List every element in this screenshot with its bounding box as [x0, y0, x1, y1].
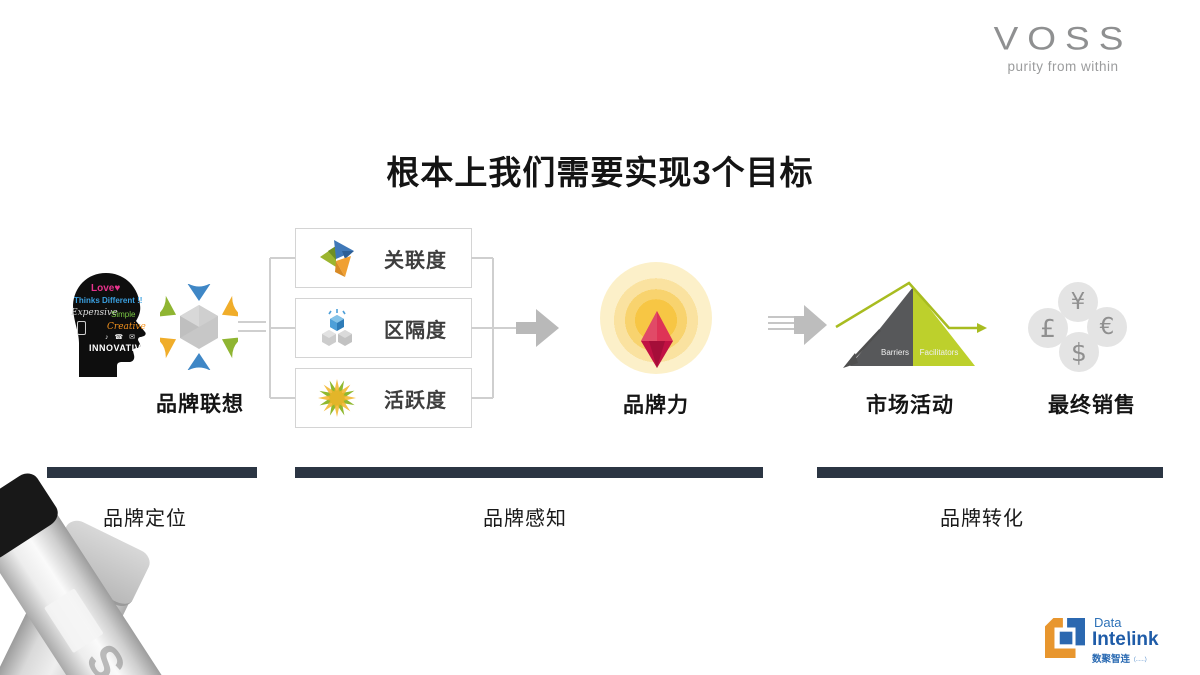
- stage-bar-conversion: [817, 467, 1163, 478]
- dollar-icon: $: [1059, 332, 1099, 372]
- metric-label: 活跃度: [384, 389, 447, 412]
- head-word: Creative: [107, 322, 146, 332]
- stage-label-perception: 品牌感知: [483, 508, 567, 530]
- head-silhouette-icon: [73, 273, 146, 377]
- head-word: Love♥: [91, 283, 121, 294]
- bracket-left: [269, 257, 296, 399]
- flow-arrow-speed-icon: [768, 305, 827, 345]
- logo-text-intelink: Inte\ink: [1092, 629, 1159, 650]
- bottle-label-sticker: [44, 588, 104, 654]
- pound-icon: £: [1028, 308, 1068, 348]
- label-brand-power: 品牌力: [623, 394, 689, 417]
- brand-power-diamond-icon: [641, 311, 673, 368]
- logo-text-data: Data: [1094, 615, 1122, 630]
- head-word-icons: ♪ ☎ ✉: [105, 334, 137, 341]
- metric-label: 区隔度: [384, 319, 447, 342]
- metric-box-activity: 活跃度: [295, 368, 472, 428]
- pinwheel-icon: [320, 240, 354, 277]
- logo-text-chinese-small: （······）: [1130, 657, 1151, 664]
- head-word: Expensive: [71, 308, 118, 318]
- stage-label-positioning: 品牌定位: [103, 508, 187, 530]
- market-activity-chart: Barriers Facilitators: [835, 281, 987, 368]
- bracket-right: [471, 257, 519, 399]
- cubes-icon: [322, 309, 352, 346]
- voss-logo: VOSS purity from within: [978, 20, 1148, 74]
- equals-connector-line: [238, 330, 266, 332]
- metric-box-differentiation: 区隔度: [295, 298, 472, 358]
- head-word: Simple: [111, 310, 136, 319]
- voss-wordmark: VOSS: [993, 20, 1133, 57]
- flow-arrow-icon: [516, 309, 559, 347]
- head-word: Thinks Different !!: [74, 296, 143, 305]
- logo-text-chinese: 数聚智连（······）: [1092, 653, 1151, 665]
- data-intelink-mark-icon: [1045, 618, 1085, 658]
- facilitators-label: Facilitators: [920, 348, 959, 357]
- association-hex-icon: [160, 284, 238, 370]
- label-brand-association: 品牌联想: [156, 393, 244, 416]
- voss-tagline: purity from within: [1007, 59, 1119, 74]
- stage-bar-perception: [295, 467, 763, 478]
- data-intelink-logo: Data Inte\ink 数聚智连（······）: [1045, 615, 1159, 665]
- head-word: INNOVATIVE: [89, 343, 148, 353]
- barriers-label: Barriers: [881, 348, 909, 357]
- stage-bar-positioning: [47, 467, 257, 478]
- stage-label-conversion: 品牌转化: [940, 508, 1024, 530]
- phone-icon: [77, 321, 86, 335]
- apple-icon: [60, 271, 73, 285]
- brand-association-head: Love♥ Thinks Different !! Expensive Simp…: [60, 271, 155, 377]
- metric-label: 关联度: [384, 249, 447, 272]
- page-title: 根本上我们需要实现3个目标: [386, 154, 814, 191]
- label-final-sales: 最终销售: [1048, 394, 1136, 417]
- bottle-cap: [0, 468, 63, 564]
- metric-box-relevance: 关联度: [295, 228, 472, 288]
- label-market-activity: 市场活动: [866, 394, 954, 417]
- starburst-icon: [318, 379, 356, 417]
- equals-connector-line: [238, 321, 266, 323]
- sales-currency-group: ¥ £ € $: [1028, 280, 1132, 375]
